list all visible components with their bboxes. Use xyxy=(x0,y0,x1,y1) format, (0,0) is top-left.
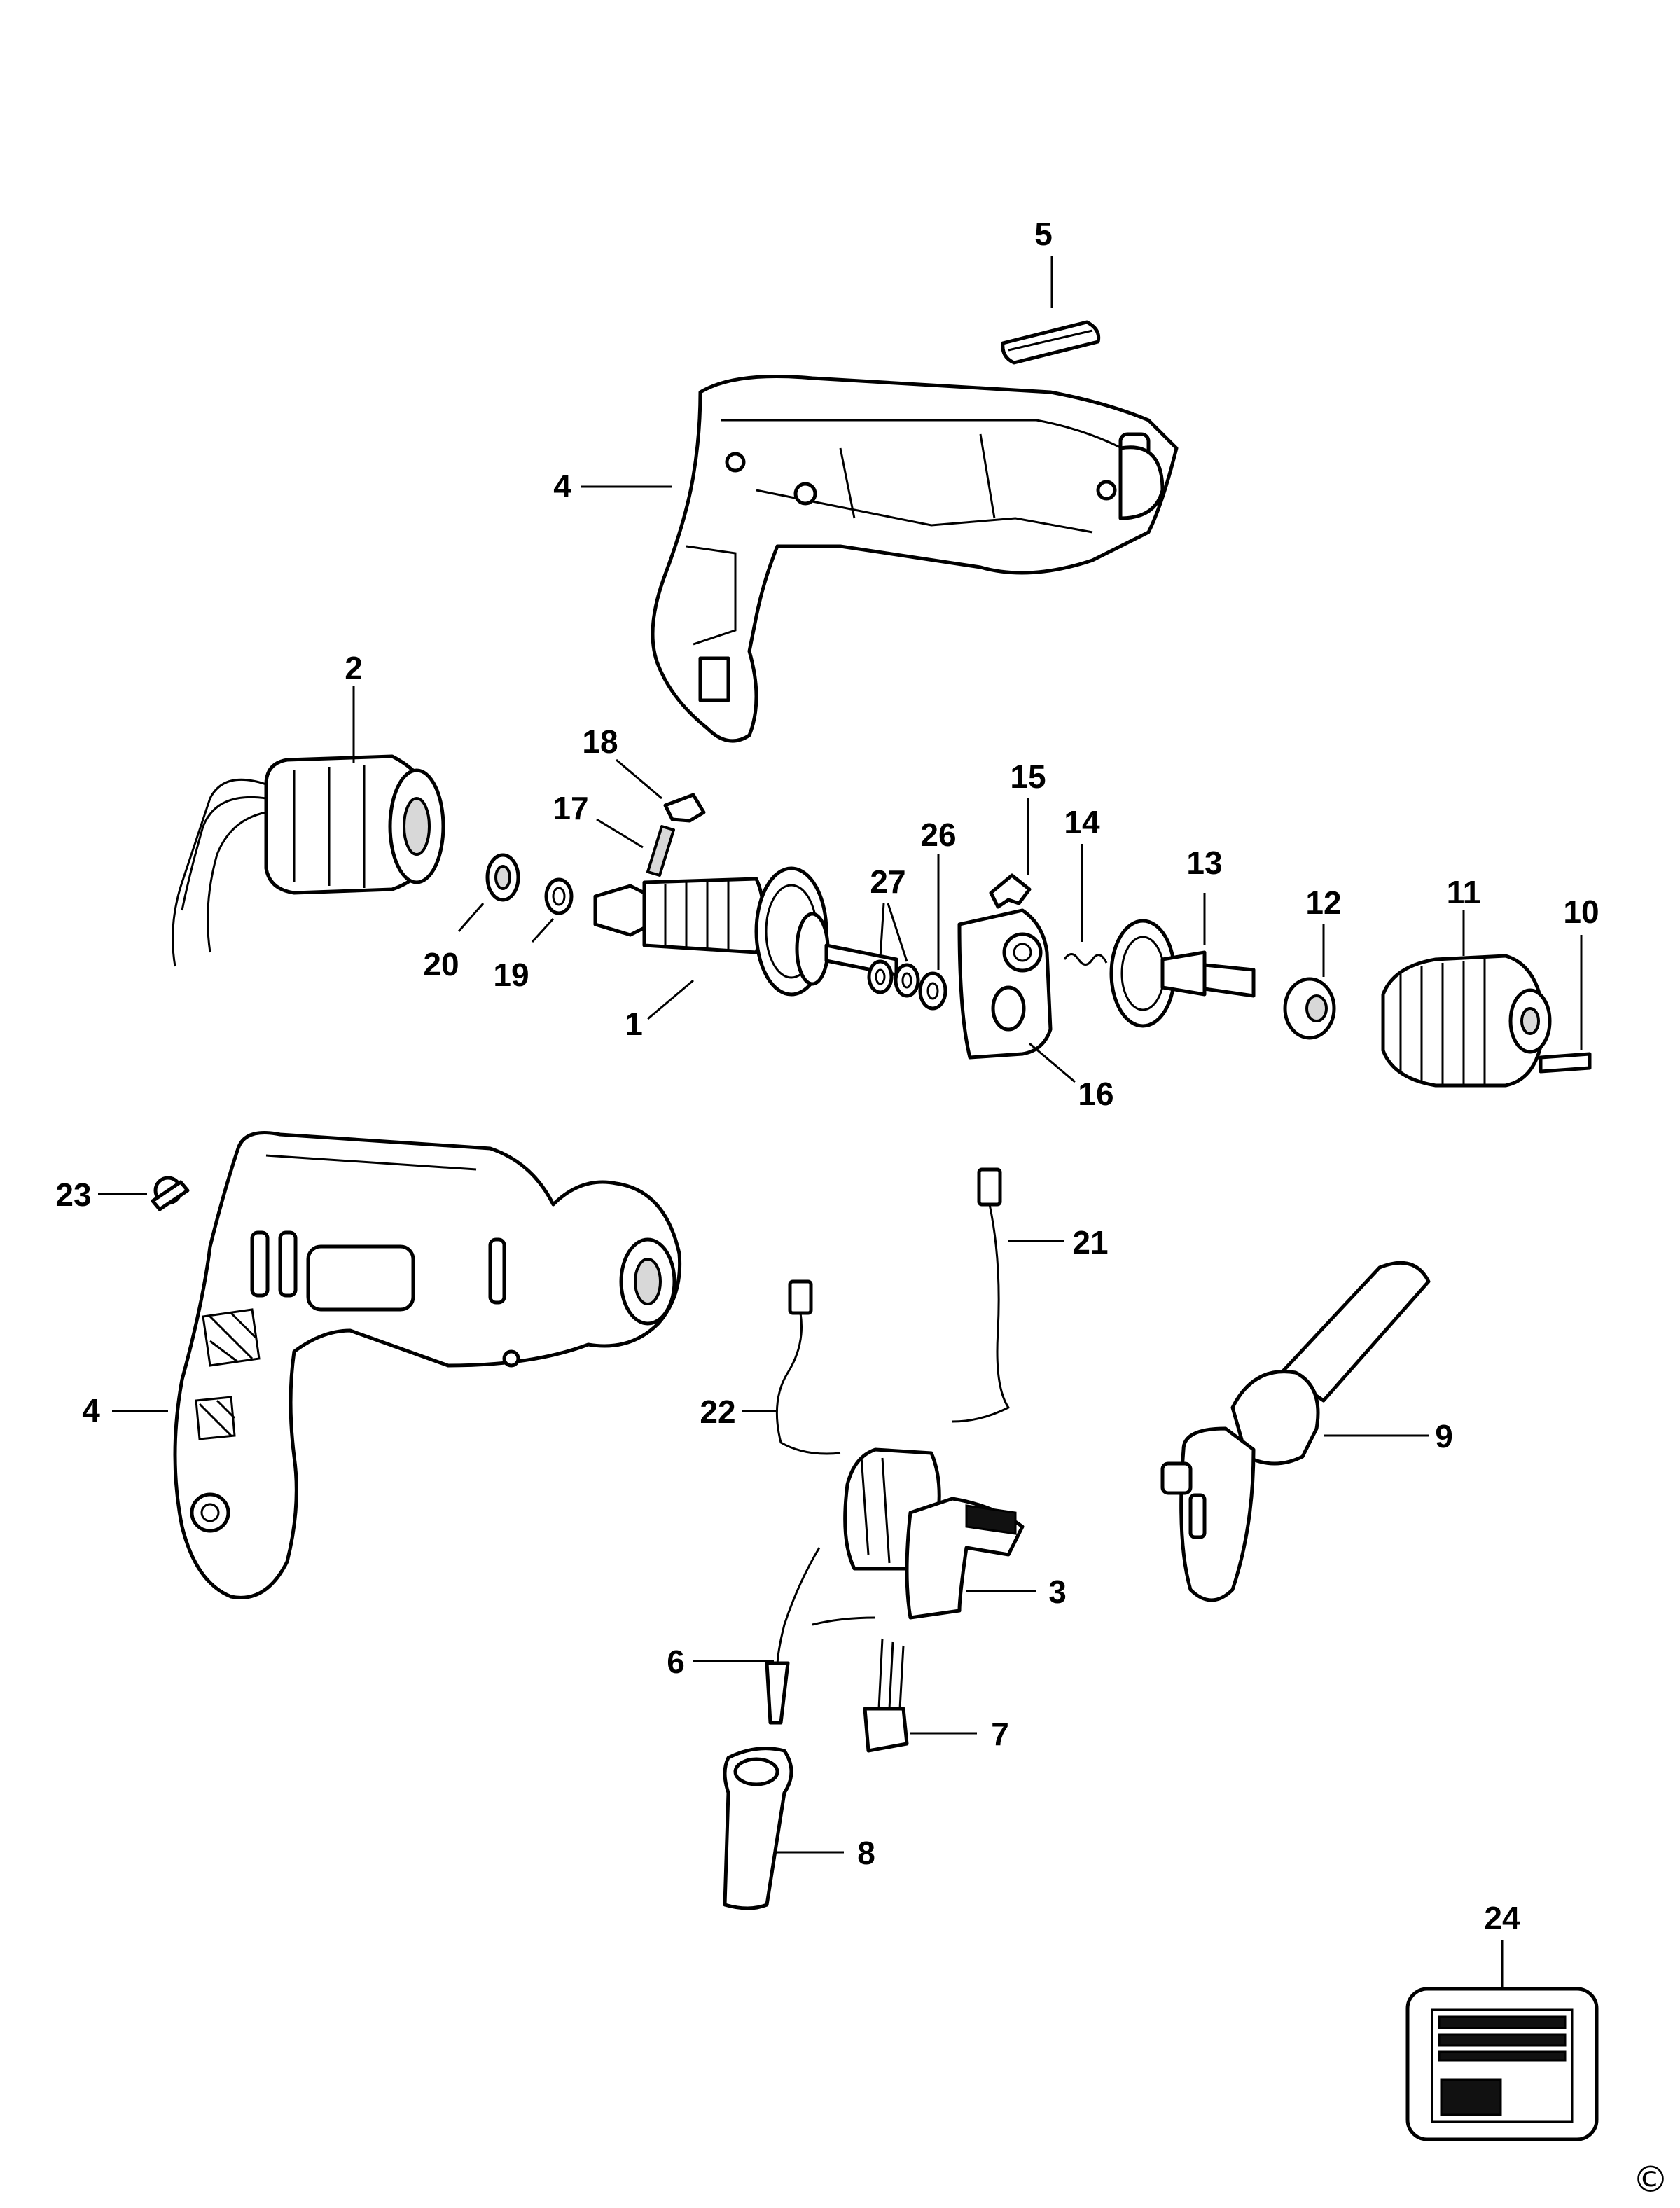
part-24-label xyxy=(1405,1940,1599,2141)
part-16-gear-case xyxy=(957,908,1076,1083)
part-13-spindle xyxy=(1109,893,1256,1028)
part-14-spring xyxy=(1063,844,1108,966)
callout-12: 12 xyxy=(1305,884,1341,921)
part-7-suppressor xyxy=(863,1638,977,1753)
part-5-switch-button xyxy=(1001,320,1101,365)
callout-9: 9 xyxy=(1435,1418,1453,1454)
callout-3: 3 xyxy=(1048,1574,1067,1610)
part-23-screw xyxy=(98,1176,190,1211)
part-4-housing-inner xyxy=(581,375,1179,743)
callout-23: 23 xyxy=(55,1176,91,1213)
callout-20: 20 xyxy=(423,946,459,983)
callout-8: 8 xyxy=(857,1835,875,1871)
part-17-carbon-brush xyxy=(596,818,675,877)
part-20-bearing xyxy=(457,853,520,932)
part-3-switch xyxy=(843,1447,1036,1620)
part-1-armature xyxy=(593,866,898,1020)
part-11-chuck xyxy=(1381,910,1552,1088)
part-21-lead-wire xyxy=(952,1167,1064,1423)
callout-22: 22 xyxy=(700,1394,735,1430)
callout-14: 14 xyxy=(1064,804,1100,840)
part-26-washer xyxy=(918,854,947,1011)
part-2-field-stator xyxy=(172,686,445,967)
part-22-lead-wire xyxy=(742,1279,841,1455)
part-15-clip xyxy=(989,798,1032,909)
callout-18: 18 xyxy=(582,723,618,760)
callout-5: 5 xyxy=(1034,216,1053,252)
callout-13: 13 xyxy=(1186,845,1222,881)
part-27-washers xyxy=(867,903,920,998)
callout-19: 19 xyxy=(493,957,529,993)
part-19-washer xyxy=(531,877,574,943)
part-4-housing-outer xyxy=(112,1131,682,1599)
part-12-bearing xyxy=(1283,924,1336,1040)
copyright-symbol: © xyxy=(1632,2159,1669,2201)
callout-24: 24 xyxy=(1484,1900,1520,1936)
part-18-brush-holder xyxy=(616,758,706,823)
callout-4-top: 4 xyxy=(553,468,571,504)
callout-4-bottom: 4 xyxy=(82,1392,100,1429)
callout-6: 6 xyxy=(667,1644,685,1680)
part-6-cable xyxy=(693,1547,876,1725)
callout-2: 2 xyxy=(345,650,363,686)
callout-26: 26 xyxy=(920,817,956,853)
callout-7: 7 xyxy=(991,1716,1009,1752)
callout-11: 11 xyxy=(1447,874,1481,910)
callout-15: 15 xyxy=(1010,758,1046,795)
callout-1: 1 xyxy=(625,1006,643,1042)
part-9-side-handle xyxy=(1160,1261,1431,1602)
callout-16: 16 xyxy=(1078,1076,1113,1112)
callout-10: 10 xyxy=(1563,894,1599,930)
callout-17: 17 xyxy=(553,790,588,826)
part-8-cable-protector xyxy=(723,1747,844,1910)
part-10-screw xyxy=(1539,935,1592,1074)
callout-21: 21 xyxy=(1072,1224,1108,1261)
callout-27: 27 xyxy=(870,863,905,900)
